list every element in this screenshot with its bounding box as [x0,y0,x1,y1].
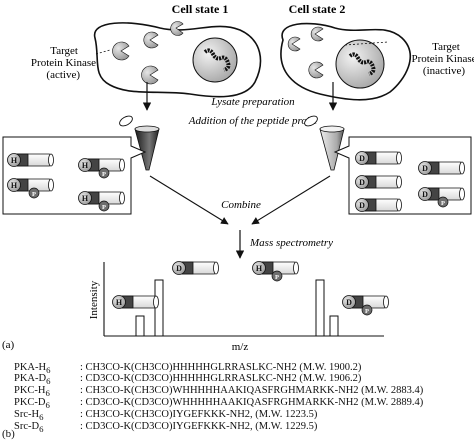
kinase-label-line1: Target [50,45,78,57]
probe-box-heavy: D D D D D P [333,136,472,215]
peptide-sub: 6 [45,388,50,399]
dna-icon [348,52,376,76]
peak-h-phospho [135,315,145,337]
tube-right-icon [304,115,345,171]
peptide-name: PKC-H [14,385,46,396]
peptide-formula: : CD3CO-K(CD3CO)WHHHHHAAKIQASFRGHMARKK-N… [80,397,424,408]
tube-left-icon [119,115,160,171]
kinase-pacman-icon [287,36,301,52]
kinase-pacman-icon [170,21,184,36]
kinase-pacman-icon [143,31,159,49]
peptide-formula: : CH3CO-K(CH3CO)IYGEFKKK-NH2, (M.W. 1223… [80,409,318,420]
step-addition: Addition of the peptide probe [188,115,318,127]
h-mark: H [11,181,18,190]
arrow-combine-right-icon [251,175,331,225]
peptide-formula: : CD3CO-K(CD3CO)HHHHHGLRRASLKC-NH2 (M.W.… [80,373,362,384]
p-mark: P [275,274,279,281]
step-combine: Combine [221,199,261,211]
p-mark: P [365,308,369,315]
nucleus-icon [335,39,385,89]
kinase-label-line2: Protein Kinase [411,53,474,65]
d-mark: D [176,264,182,273]
dna-icon [203,48,231,72]
d-mark: D [359,201,365,210]
peptide-name: Src-H [14,409,40,420]
kinase-pointer [95,49,111,55]
cell-state-1-title: Cell state 1 [172,2,229,16]
h-mark: H [116,298,123,307]
panel-b-label: (b) [2,428,15,440]
kinase-pacman-icon [112,41,130,61]
p-mark: P [32,191,36,198]
kinase-label-line2: Protein Kinase [31,57,96,69]
peptide-sub: 6 [39,424,44,435]
kinase-label-line3: (inactive) [423,65,465,77]
cell-state-2: Cell state 2 Target Protein Kinase (inac… [280,2,474,101]
y-axis-label: Intensity [88,280,100,319]
sequence-row: PKC-H6 : CH3CO-K(CH3CO)WHHHHHAAKIQASFRGHM… [14,385,423,398]
probe-box-light: H H H H P P P [2,136,147,215]
p-mark: P [441,200,445,207]
peak-h-phospho-2 [315,279,325,337]
nucleus-icon [192,37,238,83]
peptide-sub: 6 [45,400,50,411]
h-mark: H [256,264,263,273]
arrow-combine-left-icon [149,175,229,225]
sequence-row: Src-D6 : CD3CO-K(CD3CO)IYGEFKKK-NH2, (M.W… [14,421,317,434]
peptide-name: PKA-H [14,362,47,373]
sequence-row: PKA-H6 : CH3CO-K(CH3CO)HHHHHGLRRASLKC-NH2… [14,362,361,375]
d-mark: D [346,298,352,307]
step-lysate: Lysate preparation [210,96,295,108]
sequence-row: PKA-D6 : CD3CO-K(CD3CO)HHHHHGLRRASLKC-NH2… [14,373,361,386]
step-ms: Mass spectrometry [249,237,333,249]
peptide-formula: : CD3CO-K(CD3CO)IYGEFKKK-NH2, (M.W. 1229… [80,421,318,432]
peak-d-phospho [329,315,339,337]
kinase-label-line3: (active) [46,69,80,81]
h-mark: H [82,161,89,170]
kinase-pacman-icon [310,26,324,42]
d-mark: D [359,154,365,163]
d-mark: D [422,190,428,199]
cell-state-2-title: Cell state 2 [289,2,346,16]
p-mark: P [102,204,106,211]
sequence-row: PKC-D6 : CD3CO-K(CD3CO)WHHHHHAAKIQASFRGHM… [14,397,423,410]
peptide-formula: : CH3CO-K(CH3CO)WHHHHHAAKIQASFRGHMARKK-N… [80,385,424,396]
p-mark: P [102,171,106,178]
h-mark: H [82,194,89,203]
kinase-label-line1: Target [432,41,460,53]
h-mark: H [11,156,18,165]
peptide-name: Src-D [14,421,40,432]
peptide-name: PKA-D [14,373,47,384]
cell-state-1: Cell state 1 Target Protein Kinase (acti… [31,2,262,98]
peptide-sub: 6 [39,412,44,423]
x-axis-label: m/z [232,341,249,353]
kinase-pacman-icon [141,65,159,85]
peptide-name: PKC-D [14,397,46,408]
peptide-sub: 6 [46,376,51,387]
kinase-pacman-icon [308,61,324,79]
sequence-row: Src-H6 : CH3CO-K(CH3CO)IYGEFKKK-NH2, (M.W… [14,409,317,422]
panel-a-label: (a) [2,339,15,351]
d-mark: D [359,178,365,187]
d-mark: D [422,164,428,173]
kinase-pointer [344,41,389,46]
peptide-sub: 6 [46,365,51,376]
peptide-formula: : CH3CO-K(CH3CO)HHHHHGLRRASLKC-NH2 (M.W.… [80,362,362,373]
mass-spectrum-plot: Intensity m/z H D H D P P [88,261,389,353]
